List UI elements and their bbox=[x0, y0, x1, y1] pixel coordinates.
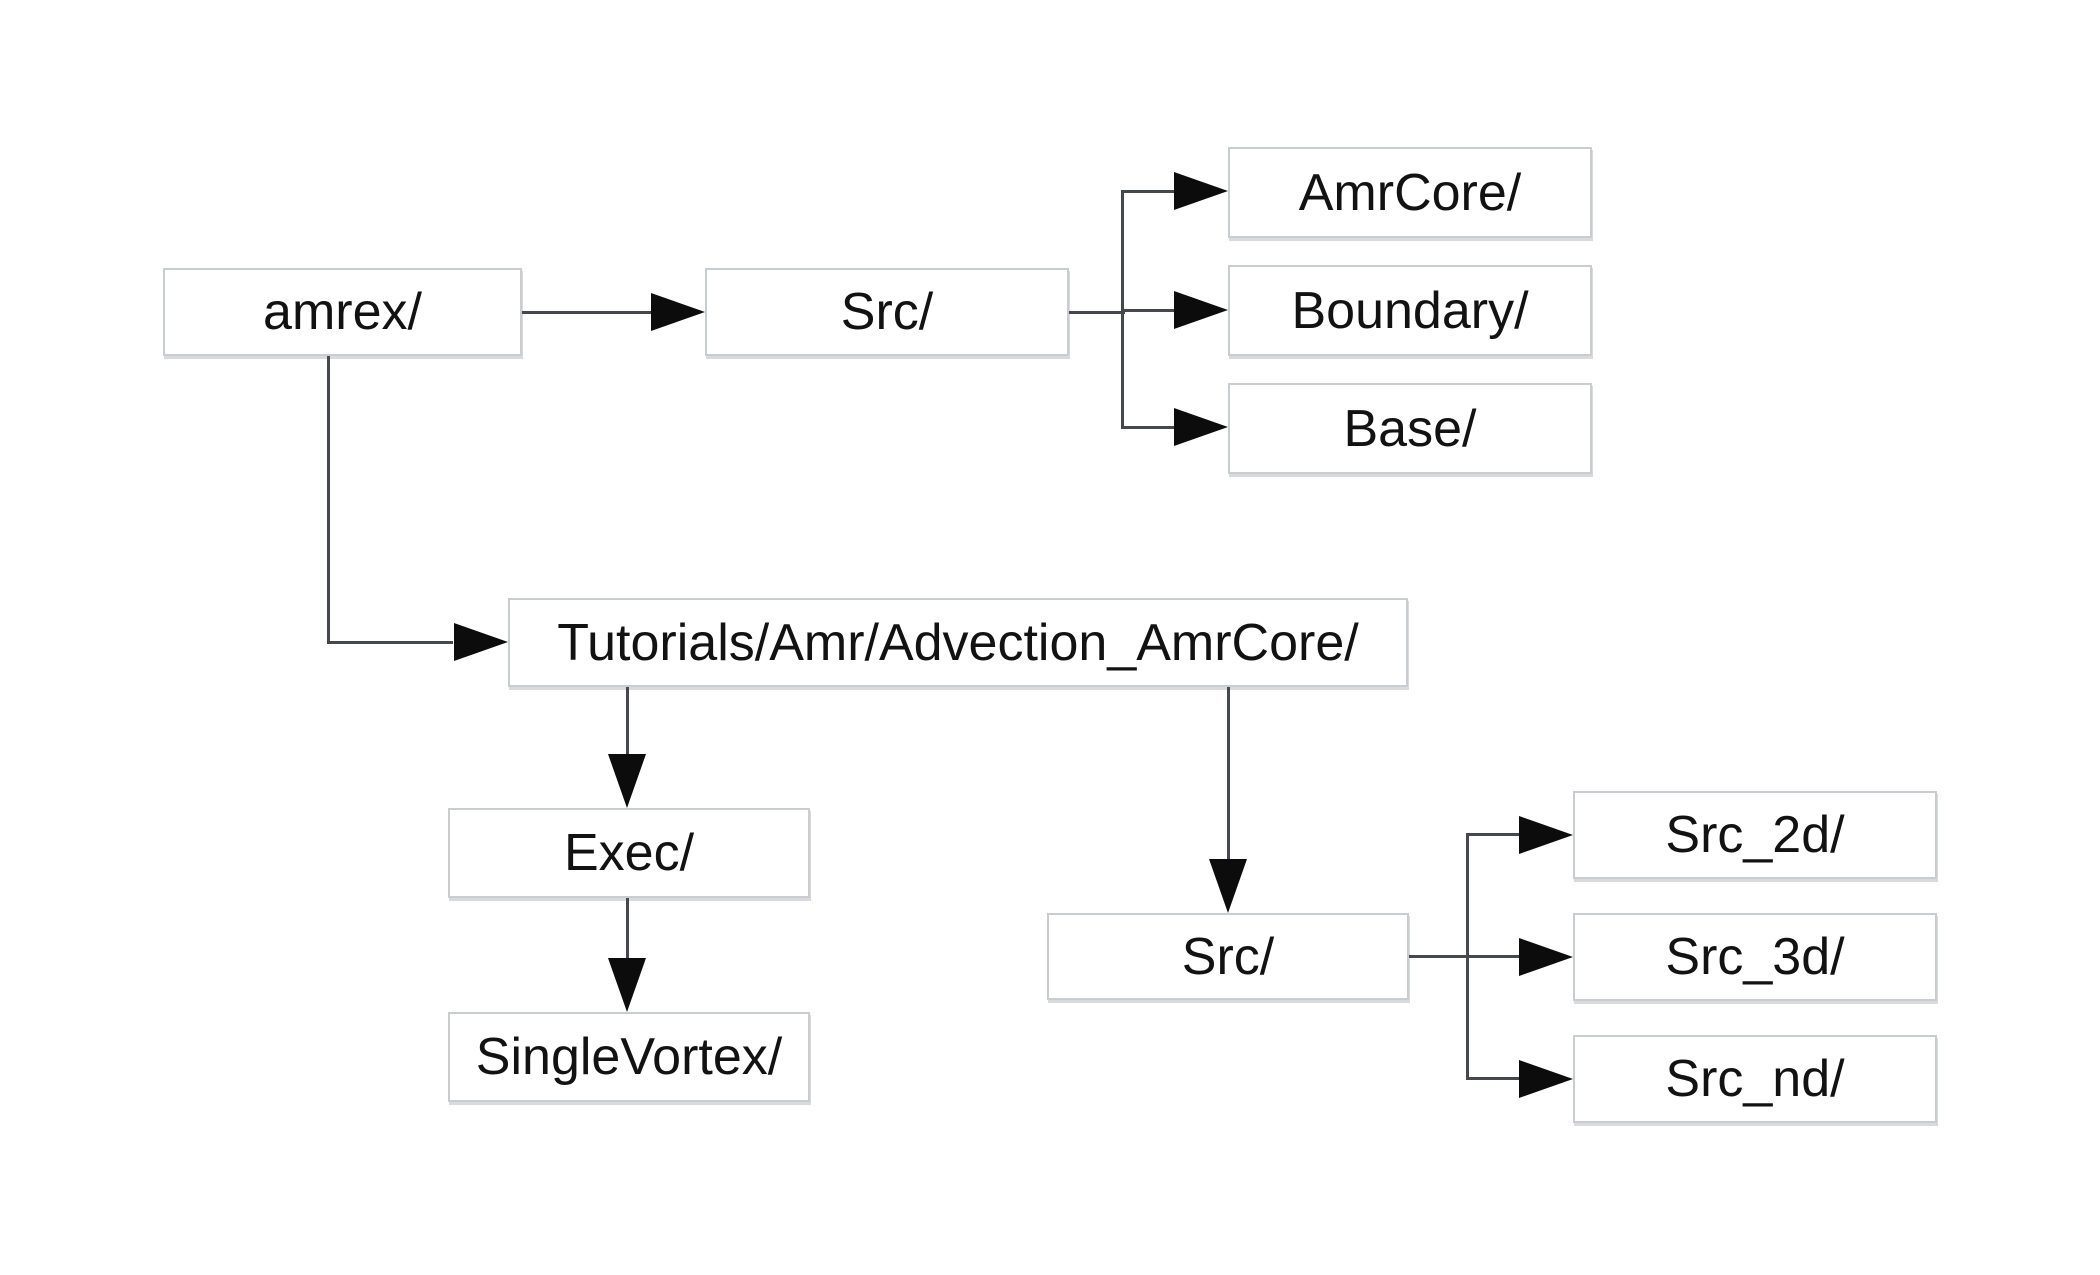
node-boundary-label: Boundary/ bbox=[1291, 281, 1529, 340]
connector-amrex-to-tutorials-hline bbox=[328, 641, 453, 644]
node-amrex-label: amrex/ bbox=[263, 283, 422, 341]
node-amrcore-label: AmrCore/ bbox=[1298, 163, 1522, 222]
node-tutorials-label: Tutorials/Amr/Advection_AmrCore/ bbox=[557, 613, 1359, 672]
node-src-label: Src/ bbox=[840, 283, 934, 341]
node-amrex: amrex/ bbox=[163, 268, 522, 356]
connector-exec-to-singlevortex-line bbox=[626, 898, 629, 960]
connector-amrex-to-src-line bbox=[522, 311, 652, 314]
node-exec-label: Exec/ bbox=[563, 824, 695, 882]
node-src-advection-label: Src/ bbox=[1181, 927, 1275, 986]
node-boundary: Boundary/ bbox=[1228, 265, 1592, 356]
node-tutorials-amr-advection-amrcore: Tutorials/Amr/Advection_AmrCore/ bbox=[508, 598, 1408, 687]
arrowhead-down-into-exec bbox=[608, 754, 646, 808]
connector-trunk-to-amrcore-line bbox=[1123, 190, 1177, 193]
node-src: Src/ bbox=[705, 268, 1069, 356]
connector-trunk-to-src2d-line bbox=[1467, 833, 1522, 836]
arrowhead-right-into-tutorials bbox=[454, 623, 508, 661]
arrowhead-right-into-src2d bbox=[1519, 816, 1573, 854]
arrowhead-right-into-srcnd bbox=[1519, 1060, 1573, 1098]
arrowhead-right-into-src3d bbox=[1519, 938, 1573, 976]
connector-trunk-to-srcnd-line bbox=[1467, 1077, 1522, 1080]
arrowhead-down-into-singlevortex bbox=[608, 958, 646, 1012]
node-base: Base/ bbox=[1228, 383, 1592, 474]
connector-src-to-trunk2-line bbox=[1409, 955, 1469, 958]
node-amrcore: AmrCore/ bbox=[1228, 147, 1592, 238]
node-src-nd-label: Src_nd/ bbox=[1665, 1050, 1845, 1108]
node-singlevortex-label: SingleVortex/ bbox=[475, 1028, 783, 1086]
node-src-3d: Src_3d/ bbox=[1573, 913, 1937, 1001]
node-src-advection: Src/ bbox=[1047, 913, 1409, 1000]
arrowhead-right-into-boundary bbox=[1174, 291, 1228, 329]
arrowhead-right-into-src bbox=[651, 293, 705, 331]
connector-trunk-to-boundary-line bbox=[1123, 309, 1177, 312]
connector-trunk-to-src3d-line bbox=[1467, 955, 1522, 958]
node-src-2d-label: Src_2d/ bbox=[1665, 806, 1845, 864]
arrowhead-right-into-base bbox=[1174, 408, 1228, 446]
arrowhead-right-into-amrcore bbox=[1174, 172, 1228, 210]
connector-tutorials-to-src-line bbox=[1227, 687, 1230, 861]
connector-amrex-to-tutorials-vline bbox=[327, 356, 330, 644]
connector-src-to-trunk-line bbox=[1069, 311, 1125, 314]
connector-trunk-to-base-line bbox=[1123, 426, 1177, 429]
node-src-2d: Src_2d/ bbox=[1573, 791, 1937, 879]
node-singlevortex: SingleVortex/ bbox=[448, 1012, 810, 1102]
node-base-label: Base/ bbox=[1343, 399, 1477, 458]
node-exec: Exec/ bbox=[448, 808, 810, 898]
node-src-3d-label: Src_3d/ bbox=[1665, 928, 1845, 986]
node-src-nd: Src_nd/ bbox=[1573, 1035, 1937, 1123]
arrowhead-down-into-src-advection bbox=[1209, 859, 1247, 913]
connector-src-branch-trunk bbox=[1121, 190, 1124, 429]
connector-tutorials-to-exec-line bbox=[626, 687, 629, 756]
